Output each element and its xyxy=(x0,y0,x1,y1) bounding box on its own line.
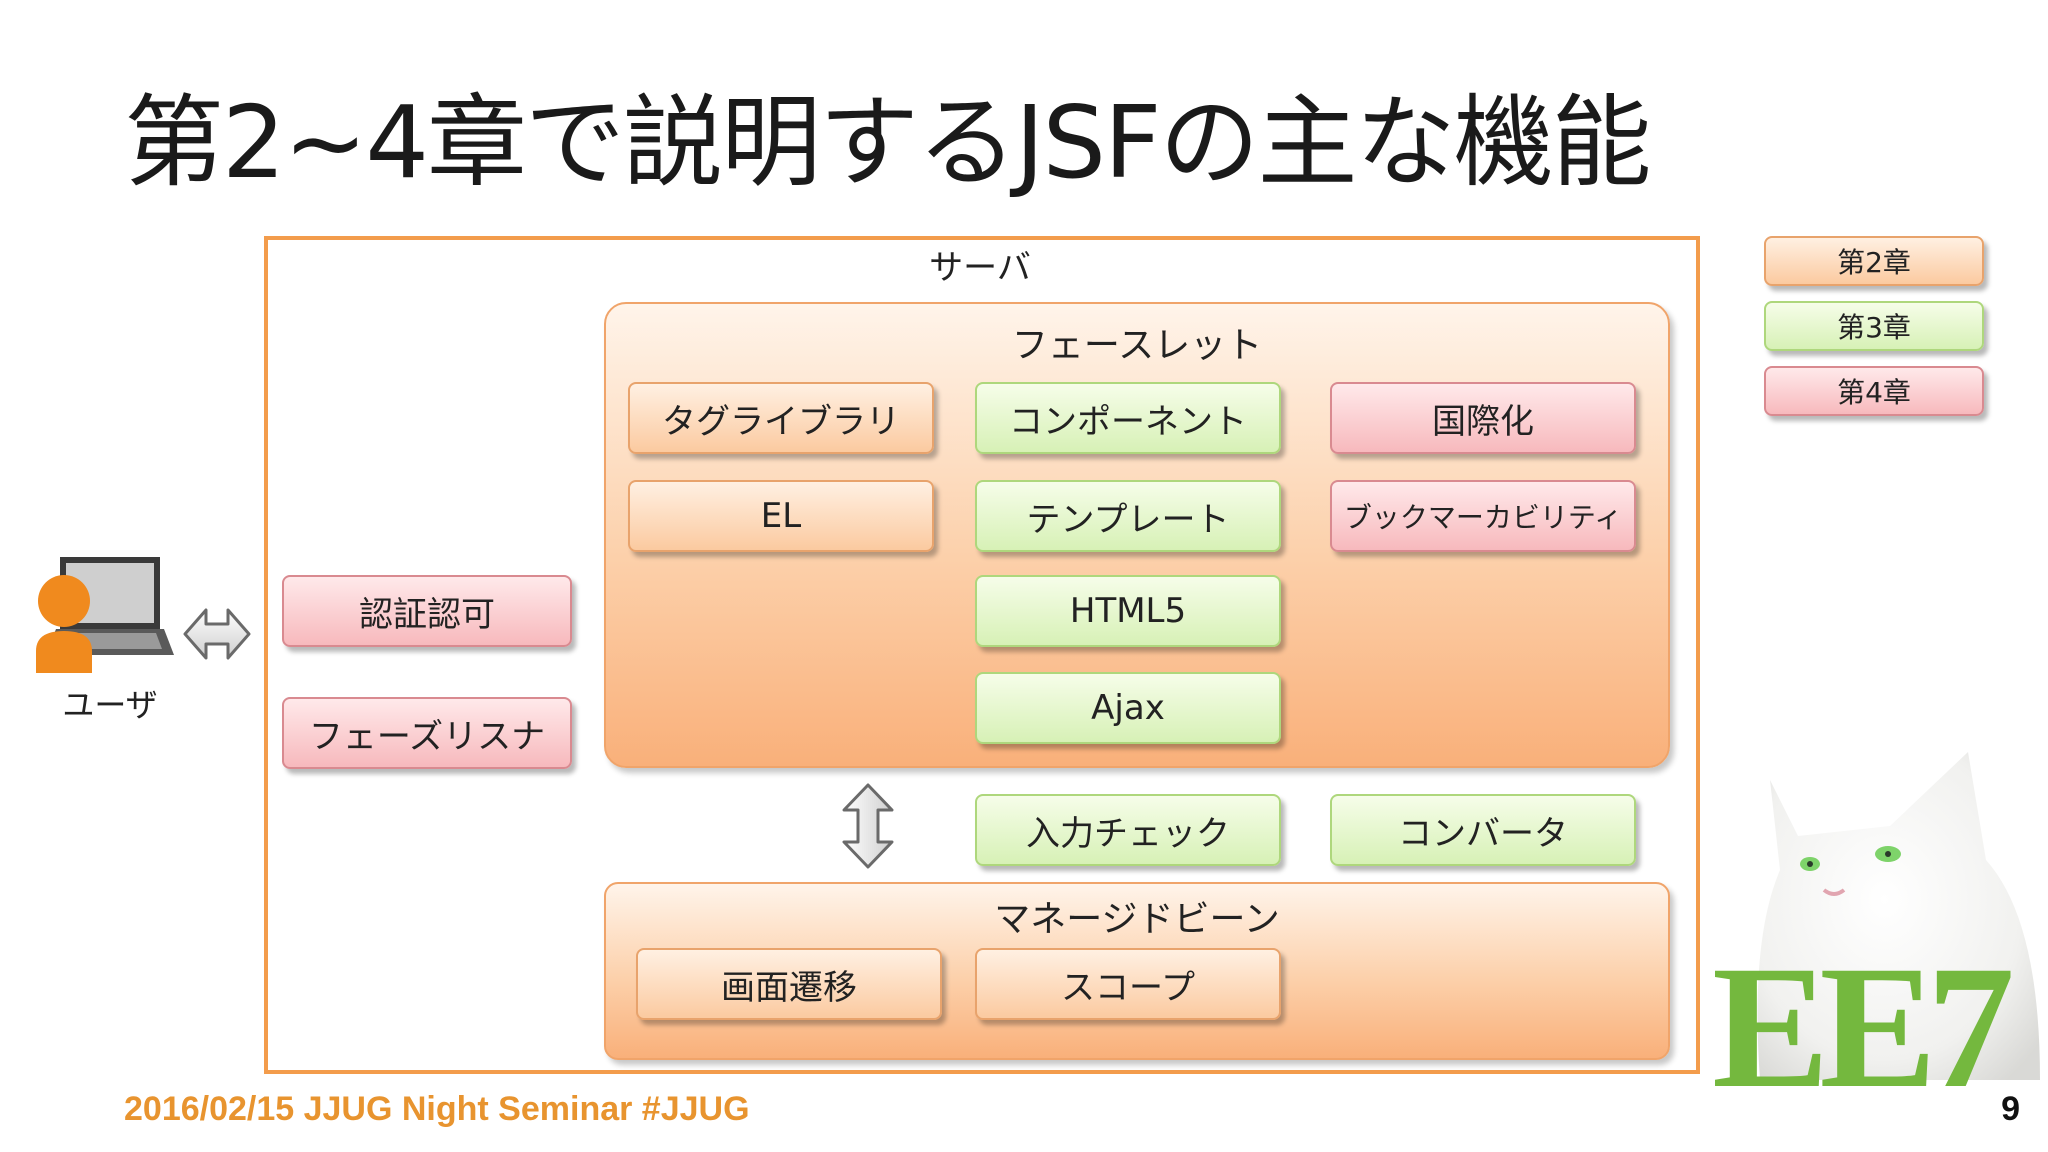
scope-box: スコープ xyxy=(975,948,1281,1020)
managed-bean-label: マネージドビーン xyxy=(994,899,1280,940)
page-number: 9 xyxy=(2001,1090,2020,1128)
i18n-box: 国際化 xyxy=(1330,382,1636,454)
cat-mascot-image xyxy=(1757,752,2040,1080)
vertical-double-arrow-icon xyxy=(842,783,894,869)
ee7-logo: EE7 xyxy=(1712,930,2015,1125)
component-box: コンポーネント xyxy=(975,382,1281,454)
bookmarkability-box: ブックマーカビリティ xyxy=(1330,480,1636,552)
horizontal-double-arrow-icon xyxy=(183,608,251,660)
legend-chapter3: 第3章 xyxy=(1764,301,1984,351)
ajax-box: Ajax xyxy=(975,672,1281,744)
phase-listener-box: フェーズリスナ xyxy=(282,697,572,769)
el-box: EL xyxy=(628,480,934,552)
html5-box: HTML5 xyxy=(975,575,1281,647)
slide-title: 第2~4章で説明するJSFの主な機能 xyxy=(124,84,1652,201)
user-laptop-icon xyxy=(36,557,174,673)
server-label: サーバ xyxy=(929,248,1031,288)
validation-box: 入力チェック xyxy=(975,794,1281,866)
user-label: ユーザ xyxy=(62,686,158,724)
tag-library-box: タグライブラリ xyxy=(628,382,934,454)
auth-box: 認証認可 xyxy=(282,575,572,647)
legend-chapter4: 第4章 xyxy=(1764,366,1984,416)
facelets-label: フェースレット xyxy=(1011,325,1263,366)
footer-text: 2016/02/15 JJUG Night Seminar #JJUG xyxy=(124,1090,750,1128)
template-box: テンプレート xyxy=(975,480,1281,552)
navigation-box: 画面遷移 xyxy=(636,948,942,1020)
converter-box: コンバータ xyxy=(1330,794,1636,866)
legend-chapter2: 第2章 xyxy=(1764,236,1984,286)
server-frame xyxy=(264,236,1700,1074)
